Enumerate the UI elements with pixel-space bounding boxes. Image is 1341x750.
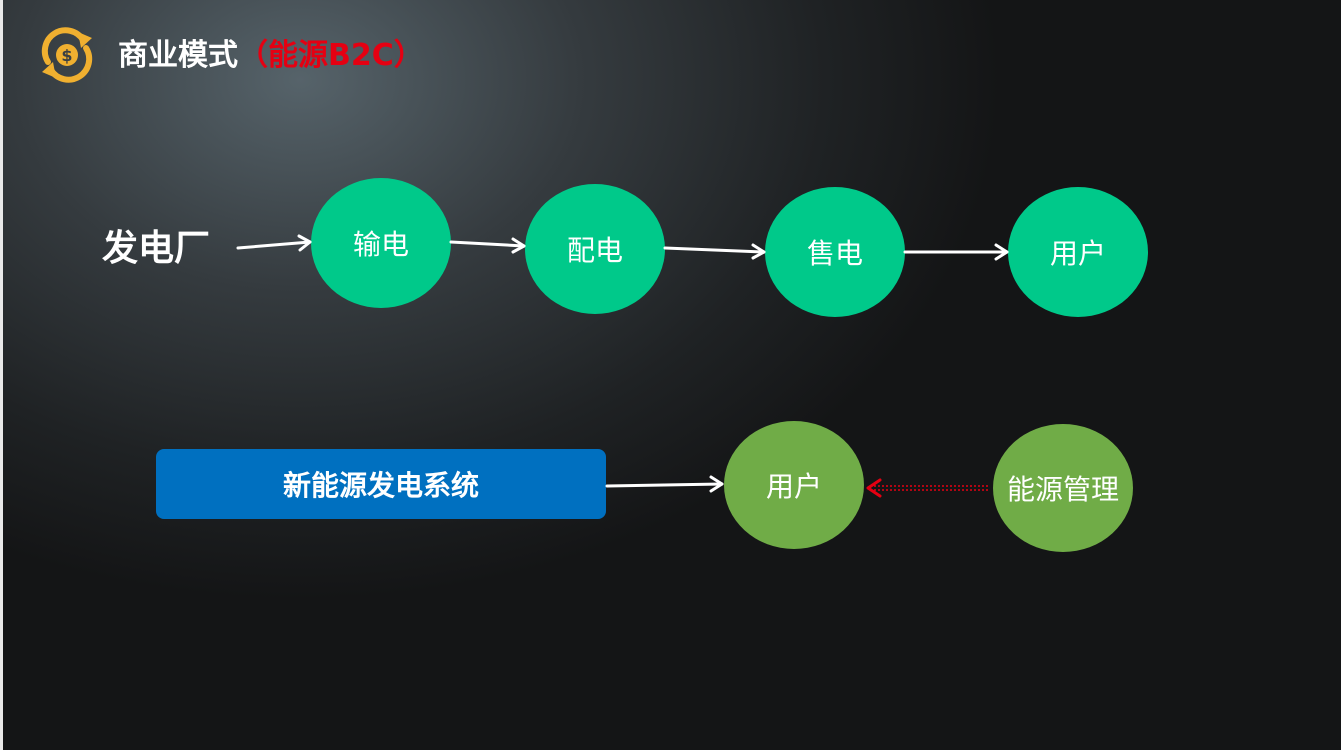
title-main: 商业模式 [118, 38, 238, 73]
node-transmission: 输电 [311, 178, 451, 308]
node-retail: 售电 [765, 187, 905, 317]
dollar-cycle-icon: $ [36, 24, 98, 86]
node-user-bottom: 用户 [724, 421, 864, 549]
node-user-top: 用户 [1008, 187, 1148, 317]
arrow-distribution-to-retail [663, 246, 766, 254]
arrow-system-to-user [605, 482, 724, 488]
new-energy-system-box: 新能源发电系统 [156, 449, 606, 519]
arrow-transmission-to-distribution [449, 240, 526, 248]
slide-left-edge [0, 0, 3, 750]
svg-text:$: $ [61, 46, 72, 65]
arrow-management-to-user [866, 478, 988, 498]
node-energy-management: 能源管理 [993, 424, 1133, 552]
title-accent: （能源B2C） [238, 38, 424, 73]
node-distribution: 配电 [525, 184, 665, 314]
power-plant-label: 发电厂 [102, 228, 211, 269]
arrow-plant-to-transmission [236, 240, 312, 250]
page-title: 商业模式（能源B2C） [118, 36, 424, 76]
